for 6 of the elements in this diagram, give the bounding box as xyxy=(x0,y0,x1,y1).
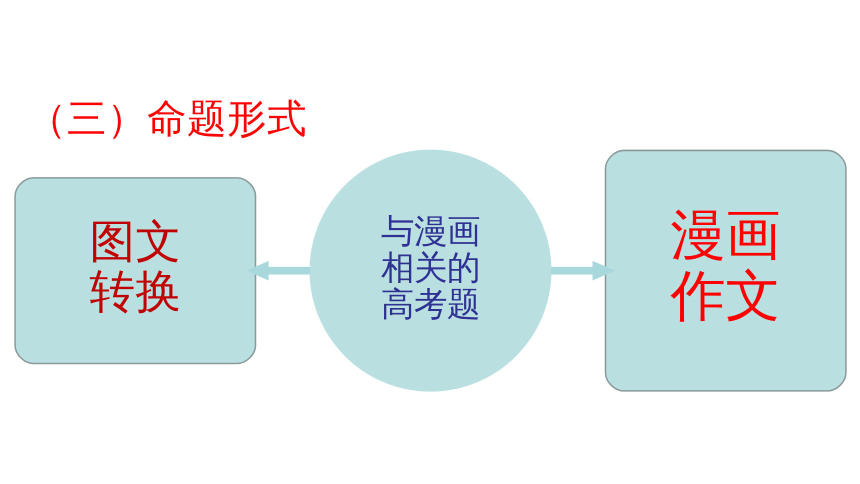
node-box: 漫画作文 xyxy=(604,149,846,392)
node-circle: 与漫画相关的高考题 xyxy=(309,149,551,392)
diagram-title: （三）命题形式 xyxy=(26,95,307,142)
arrow xyxy=(246,260,310,280)
arrow xyxy=(550,260,614,280)
node-box: 图文转换 xyxy=(14,176,256,364)
